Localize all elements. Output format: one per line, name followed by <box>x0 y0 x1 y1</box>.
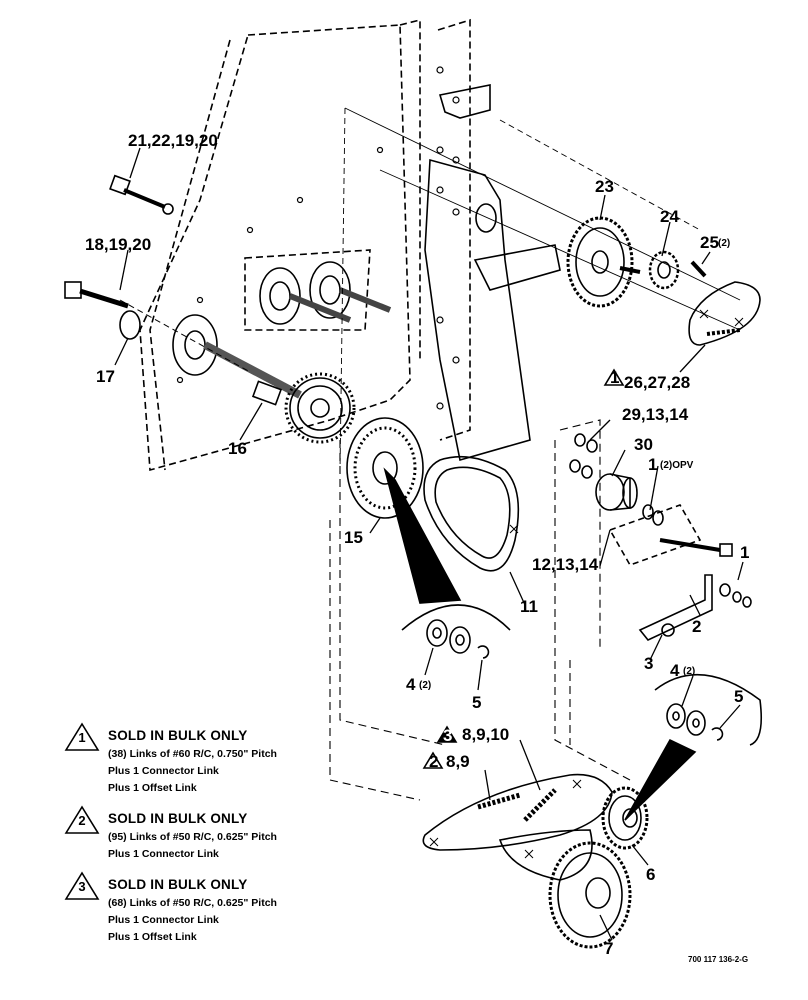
callout-21-22-19-20: 21,22,19,20 <box>128 131 218 150</box>
sprocket-6 <box>601 786 649 850</box>
note-line: Plus 1 Connector Link <box>108 914 219 926</box>
callout-2: 2 <box>692 617 701 636</box>
chain-loop-upper <box>688 281 761 346</box>
frame-holes <box>176 66 460 410</box>
bearing-plate-dashed <box>244 249 371 331</box>
note-ref-2-number: 2 <box>429 752 438 771</box>
callout-16: 16 <box>228 439 247 458</box>
note-heading: SOLD IN BULK ONLY <box>108 811 248 826</box>
note-3: 3 SOLD IN BULK ONLY (68) Links of #50 R/C,… <box>62 871 362 946</box>
leader-lines <box>114 147 744 941</box>
note-heading: SOLD IN BULK ONLY <box>108 728 248 743</box>
washers-upper <box>569 433 664 526</box>
detail-callout-a <box>401 604 511 631</box>
callout-8-9-10: 8,9,10 <box>462 725 509 744</box>
bearings-detail-a <box>426 619 490 659</box>
callout-5b: 5 <box>734 687 743 706</box>
callout-4a: 4 <box>406 675 416 694</box>
note-line: Plus 1 Connector Link <box>108 848 219 860</box>
note-line: (95) Links of #50 R/C, 0.625" Pitch <box>108 831 277 843</box>
note-line: (68) Links of #50 R/C, 0.625" Pitch <box>108 897 277 909</box>
note-line: Plus 1 Connector Link <box>108 765 219 777</box>
idler-bracket <box>608 504 702 566</box>
callout-8-9: 8,9 <box>446 752 470 771</box>
note-triangle-icon: 3 <box>64 871 100 901</box>
note-line: Plus 1 Offset Link <box>108 782 197 794</box>
note-triangle-icon: 1 <box>64 722 100 752</box>
washers-right <box>719 583 752 608</box>
center-plate <box>424 158 531 462</box>
sprocket-7 <box>548 841 632 949</box>
callout-6: 6 <box>646 865 655 884</box>
bearings-detail-b <box>666 703 724 741</box>
callout-4b: 4 <box>670 661 680 680</box>
note-ref-3-number: 3 <box>443 726 452 745</box>
callout-25: 25 <box>700 233 719 252</box>
bolt-upper <box>109 174 174 215</box>
callout-4b-qty: (2) <box>683 666 695 677</box>
note-line: (38) Links of #60 R/C, 0.750" Pitch <box>108 748 277 760</box>
center-marks <box>429 309 744 859</box>
callout-17: 17 <box>96 367 115 386</box>
note-ref-1-number: 1 <box>610 368 619 387</box>
idler-arm-2 <box>638 574 713 641</box>
callout-12-13-14: 12,13,14 <box>532 555 599 574</box>
callout-1-opv-qty: (2)OPV <box>660 460 694 471</box>
spacer-16 <box>251 380 283 406</box>
callout-4a-qty: (2) <box>419 680 431 691</box>
note-line: Plus 1 Offset Link <box>108 931 197 943</box>
pivot-ear <box>475 203 497 233</box>
idler-arm <box>473 244 561 291</box>
sprocket-15 <box>346 417 424 519</box>
callout-labels: 21,22,19,2018,19,201716232425(2)26,27,28… <box>85 131 749 958</box>
callout-1-opv: 1 <box>648 455 657 474</box>
note-ref-2 <box>422 751 444 769</box>
callout-24: 24 <box>660 207 679 226</box>
sprocket-drive <box>284 372 356 444</box>
key-25 <box>690 260 707 278</box>
note-number: 1 <box>78 730 86 745</box>
sprocket-24 <box>648 250 680 290</box>
figure-code: 700 117 136-2-G <box>688 955 749 964</box>
callout-3: 3 <box>644 654 653 673</box>
note-1: 1 SOLD IN BULK ONLY (38) Links of #60 R/C,… <box>62 722 362 797</box>
note-2: 2 SOLD IN BULK ONLY (95) Links of #50 R/C,… <box>62 805 362 863</box>
callout-5a: 5 <box>472 693 481 712</box>
bracket-top <box>438 84 491 119</box>
callout-26-27-28: 26,27,28 <box>624 373 690 392</box>
note-number: 3 <box>78 879 86 894</box>
callout-7: 7 <box>604 939 613 958</box>
note-ref-3 <box>436 725 458 743</box>
callout-29-13-14: 29,13,14 <box>622 405 689 424</box>
note-heading: SOLD IN BULK ONLY <box>108 877 248 892</box>
callout-1: 1 <box>740 543 749 562</box>
callout-23: 23 <box>595 177 614 196</box>
callout-30: 30 <box>634 435 653 454</box>
idler-bushing-30 <box>595 473 638 511</box>
note-triangle-icon: 2 <box>64 805 100 835</box>
chain-loop-lower <box>422 773 613 851</box>
note-ref-1 <box>603 368 625 386</box>
guide-lines <box>329 419 631 801</box>
callout-18-19-20: 18,19,20 <box>85 235 151 254</box>
note-number: 2 <box>78 813 86 828</box>
belt-11 <box>423 455 520 572</box>
left-frame-panel <box>139 18 471 472</box>
callout-11: 11 <box>520 597 538 616</box>
sprocket-23 <box>566 216 634 308</box>
callout-15: 15 <box>344 528 363 547</box>
bolt-lower <box>64 281 141 340</box>
callout-25-qty: (2) <box>718 238 730 249</box>
detail-callout-b <box>654 673 763 746</box>
